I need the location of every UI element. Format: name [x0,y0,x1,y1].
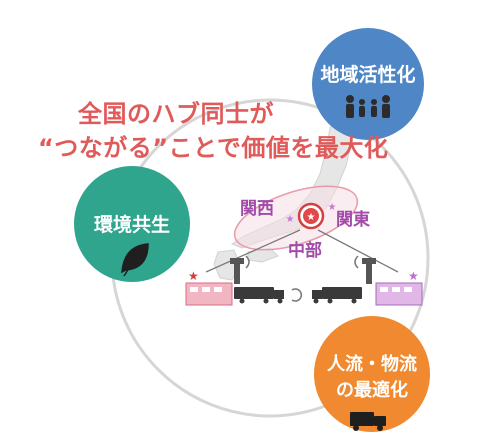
signal-icon [245,255,250,269]
headline-line1: 全国のハブ同士が [78,100,274,128]
region-chubu: 中部 [288,241,322,261]
environment-circle [74,166,190,282]
truck-convoy-left [234,287,284,304]
hub-marker-inner [303,208,319,224]
warehouse-icon [375,282,423,306]
left-logistics-base: ★ [185,255,250,306]
hub-area-ellipse [233,185,359,251]
base-star-icon: ★ [408,269,419,283]
logistics-label-line1: 人流・物流 [327,354,417,375]
logistics-circle [314,316,430,432]
small-star-icon: ★ [328,202,337,213]
regional-label: 地域活性化 [320,64,416,86]
logistics-label-line2: の最適化 [336,380,408,401]
control-tower-icon [234,262,240,284]
leaf-icon [121,243,149,277]
loop-arrow-icon [291,288,302,302]
headline-line2: “つながる”ことで価値を最大化 [38,134,389,162]
control-tower-icon [366,262,372,284]
link-left [205,229,301,273]
truck-icon [350,412,386,431]
family-icon [346,95,390,118]
warehouse-icon [185,282,233,306]
right-logistics-base: ★ [354,255,423,306]
truck-convoy-right [312,287,362,304]
region-kansai: 関西 [240,199,274,219]
signal-icon [354,255,359,269]
small-star-icon: ★ [286,214,295,225]
base-star-icon: ★ [188,269,199,283]
environment-label: 環境共生 [93,214,170,236]
regional-circle [312,28,424,140]
hub-star-icon: ★ [307,212,316,223]
link-right [317,229,399,273]
region-kanto: 関東 [336,210,370,230]
